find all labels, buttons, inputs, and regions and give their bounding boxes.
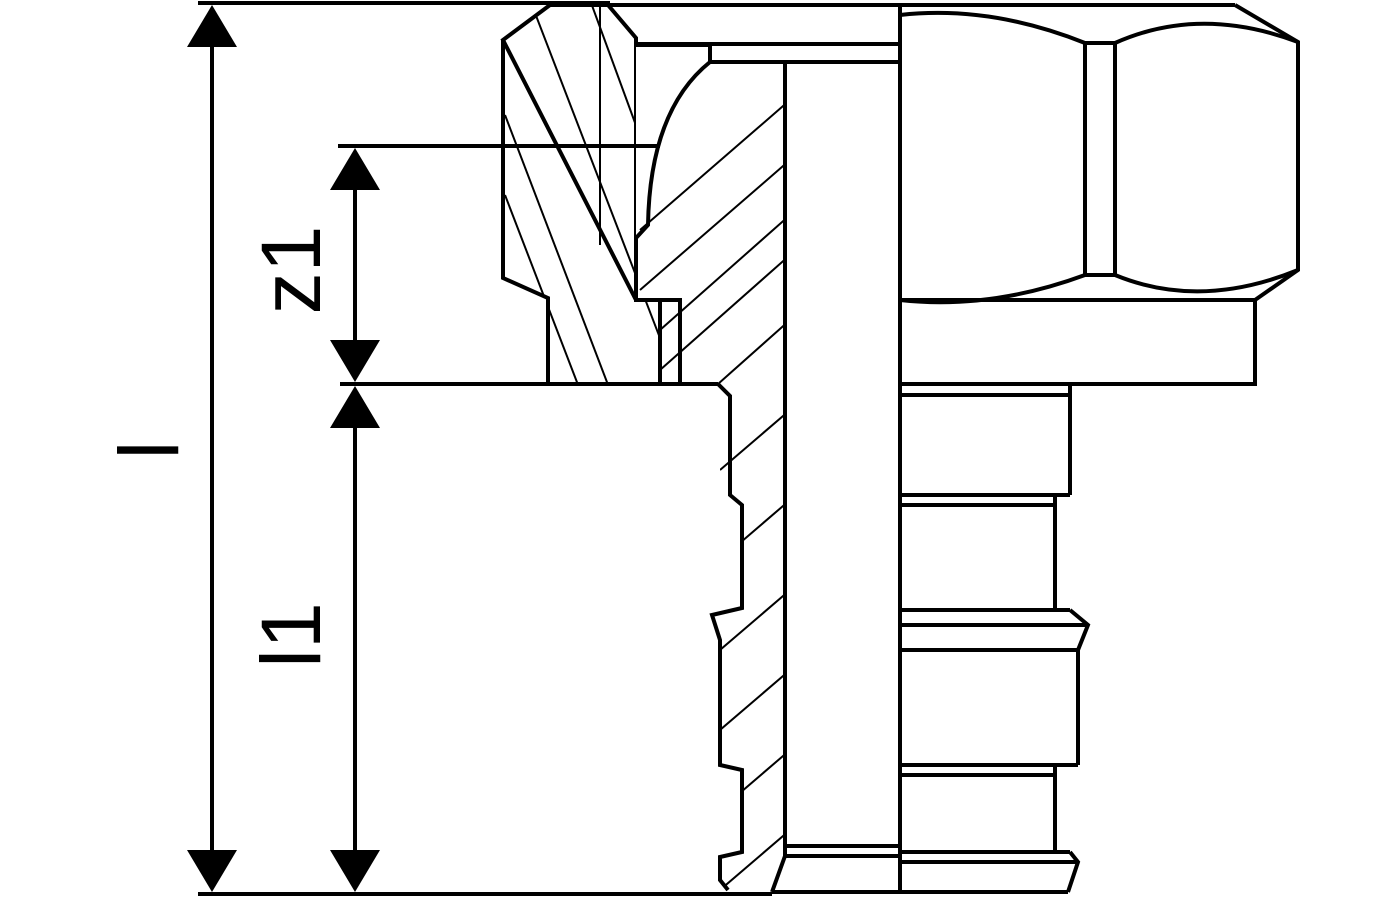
- dim-l-arrow-bottom: [187, 850, 237, 892]
- dimension-l1: l1: [244, 386, 380, 892]
- dim-z1-label: z1: [244, 226, 338, 315]
- body-section: [634, 43, 787, 893]
- socket-bore: [198, 382, 772, 896]
- dim-z1-arrow-bottom: [330, 340, 380, 382]
- top-edges: [198, 1, 1235, 46]
- barbed-tail-view: [772, 384, 1091, 894]
- dimension-z1: z1: [244, 144, 660, 382]
- dim-l1-arrow-bottom: [330, 850, 380, 892]
- dimension-l: l: [102, 5, 237, 892]
- dim-z1-arrow-top: [330, 148, 380, 190]
- dim-l-label: l: [102, 441, 196, 460]
- tube-wall-view: [783, 62, 900, 858]
- dim-l1-label: l1: [244, 602, 338, 667]
- dim-l1-arrow-top: [330, 386, 380, 428]
- dim-l-arrow-top: [187, 5, 237, 47]
- hex-nut-view: [785, 3, 1300, 386]
